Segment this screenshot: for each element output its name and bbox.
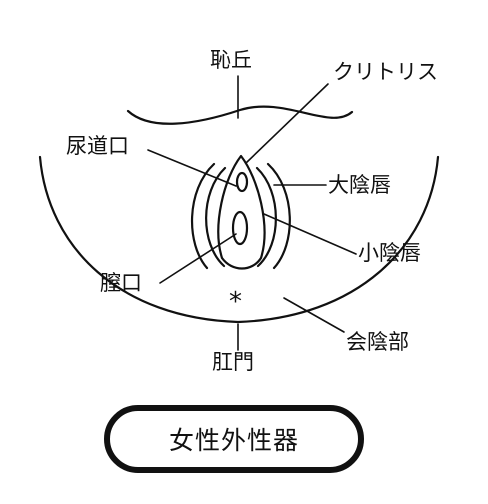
label-labia-majora: 大陰唇	[328, 173, 391, 197]
labia-majora-left	[191, 162, 216, 270]
labia-majora-right	[266, 162, 291, 270]
label-clitoris: クリトリス	[333, 60, 438, 84]
vaginal-opening-shape	[231, 210, 249, 246]
leader-perineum	[283, 297, 345, 333]
label-vaginal-opening: 膣口	[100, 271, 142, 295]
title-box: 女性外性器	[104, 405, 364, 473]
leader-clitoris	[245, 83, 329, 164]
label-mons-pubis: 恥丘	[210, 48, 252, 72]
leader-urethral-opening	[147, 149, 237, 187]
label-urethral-opening: 尿道口	[66, 134, 129, 158]
outer-body-outline	[38, 155, 440, 324]
urethral-opening-shape	[235, 171, 249, 193]
labia-minora-left	[205, 166, 227, 268]
leader-vaginal-opening	[159, 233, 237, 284]
label-labia-minora: 小陰唇	[358, 241, 421, 265]
anus-marker: *	[229, 287, 242, 317]
label-perineum: 会陰部	[346, 330, 409, 354]
label-anus: 肛門	[212, 350, 254, 374]
mons-pubis-contour	[126, 105, 354, 125]
vestibule-outline	[217, 154, 266, 270]
diagram-title: 女性外性器	[168, 426, 299, 455]
labia-minora-right	[255, 166, 277, 268]
leader-labia-minora	[263, 213, 357, 255]
